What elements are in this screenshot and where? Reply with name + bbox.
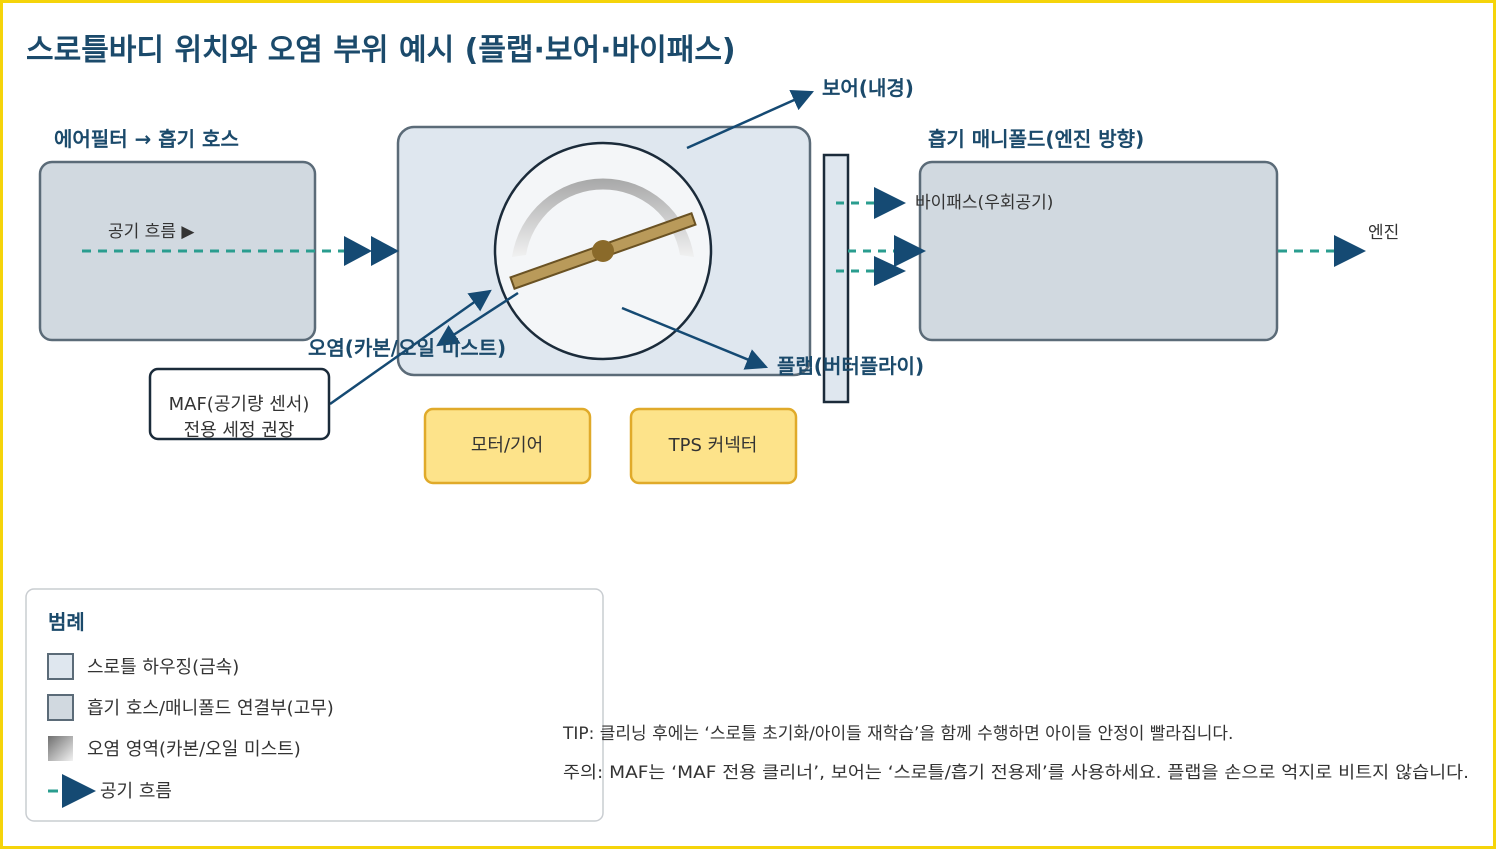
manifold-gasket (822, 153, 850, 404)
intake-heading: 에어필터 → 흡기 호스 (54, 127, 239, 151)
flap-callout-line (621, 306, 769, 370)
airflow-arrowhead-4 (874, 256, 906, 286)
engine-label: 엔진 (1368, 223, 1399, 243)
legend-title: 범례 (48, 610, 85, 634)
airflow-arrowhead-5 (1334, 235, 1366, 267)
contamination-label: 오염(카본/오일 미스트) (308, 336, 506, 360)
bore-label: 보어(내경) (822, 76, 914, 100)
motor-gear-label: 모터/기어 (471, 435, 543, 456)
legend-flow-arrow (62, 774, 96, 808)
bypass-flow-arrowhead (874, 187, 906, 219)
maf-callout-line (329, 289, 492, 406)
maf-sensor-box (148, 367, 331, 441)
airflow-label: 공기 흐름 ▶ (108, 222, 195, 242)
legend-item-airflow: 공기 흐름 (100, 781, 172, 802)
contamination-callout-line (436, 291, 519, 347)
legend-item-contamination: 오염 영역(카본/오일 미스트) (87, 739, 301, 760)
airflow-arrowhead-1 (344, 236, 372, 266)
intake-manifold-box (918, 160, 1279, 342)
maf-label-line2: 전용 세정 권장 (184, 420, 295, 441)
airflow-arrowhead-3 (894, 235, 926, 267)
bore-contamination-arc (512, 178, 694, 257)
legend-item-rubber: 흡기 호스/매니폴드 연결부(고무) (87, 698, 334, 719)
legend-swatch-housing (47, 653, 74, 680)
legend-item-housing: 스로틀 하우징(금속) (87, 657, 239, 678)
tip-text: TIP: 클리닝 후에는 ‘스로틀 초기화/아이들 재학습’을 함께 수행하면 … (562, 724, 1233, 744)
page-title: 스로틀바디 위치와 오염 부위 예시 (플랩·보어·바이패스) (26, 33, 736, 68)
tps-connector-box (629, 407, 798, 485)
caution-text: 주의: MAF는 ‘MAF 전용 클리너’, 보어는 ‘스로틀/흡기 전용제’를… (563, 763, 1469, 783)
motor-gear-box (423, 407, 592, 485)
flap-shaft (592, 240, 614, 262)
legend-swatch-contamination (48, 736, 73, 761)
bypass-label: 바이패스(우회공기) (915, 193, 1053, 213)
legend-panel (25, 588, 604, 822)
airflow-arrowhead-2 (371, 236, 399, 266)
bore-callout-line (686, 90, 815, 150)
intake-hose-box (38, 160, 317, 342)
maf-label-line1: MAF(공기량 센서) (169, 394, 310, 415)
legend-swatch-rubber (47, 694, 74, 721)
manifold-heading: 흡기 매니폴드(엔진 방향) (928, 127, 1144, 151)
tps-connector-label: TPS 커넥터 (668, 435, 758, 456)
flap-label: 플랩(버터플라이) (777, 354, 924, 378)
